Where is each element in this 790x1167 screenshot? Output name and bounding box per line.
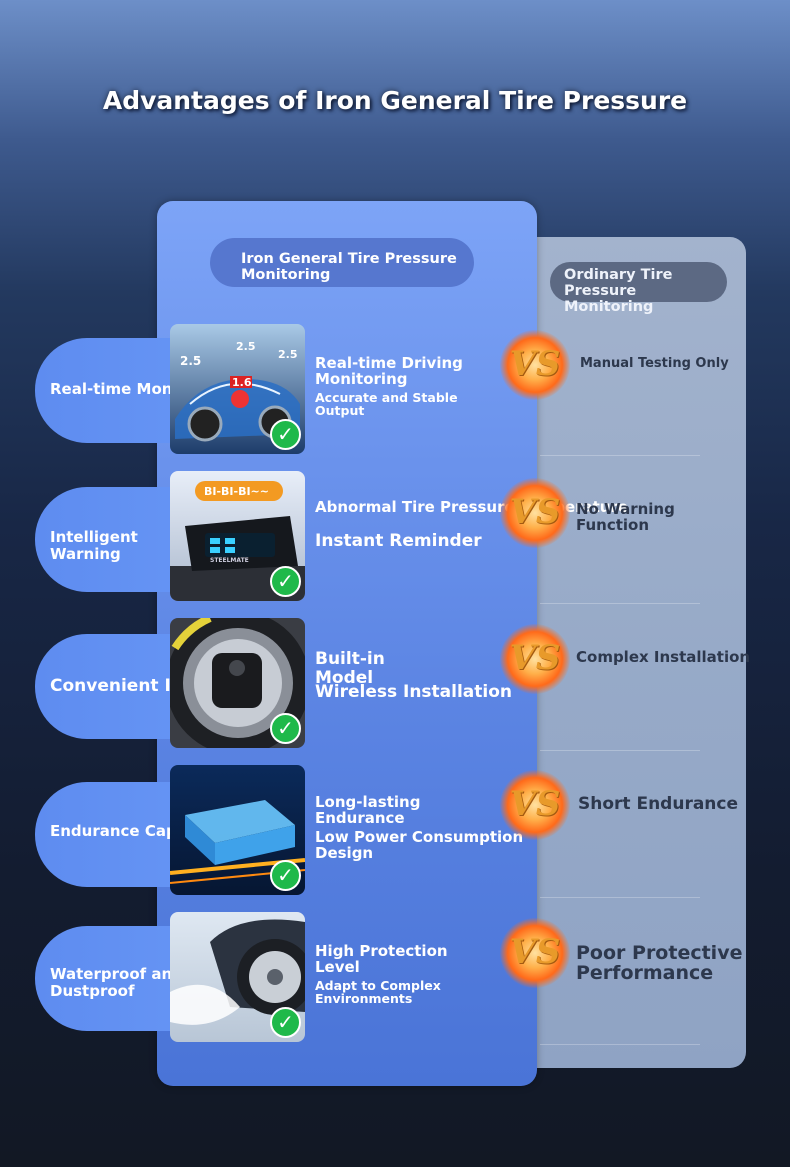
feature-title: Built-in Model: [315, 649, 385, 688]
vs-icon: VS: [500, 624, 570, 694]
realtime-monitoring-image: 2.5 2.5 2.5 1.6 ✓: [170, 324, 305, 454]
check-icon: ✓: [270, 566, 301, 597]
ordinary-feature: Short Endurance: [578, 794, 739, 814]
waterproof-image: ✓: [170, 912, 305, 1042]
feature-title: Abnormal Tire Pressure/Temperature: [315, 498, 629, 516]
row-divider: [540, 603, 700, 604]
feature-title: Long-lasting Endurance: [315, 793, 421, 827]
feature-detail: Low Power Consumption Design: [315, 828, 524, 862]
alarm-bubble-text: BI-BI-BI~~: [204, 485, 269, 498]
ordinary-feature: Complex Installation: [576, 648, 751, 666]
ordinary-feature: No Warning Function: [576, 500, 675, 534]
vs-icon: VS: [500, 478, 570, 548]
ordinary-feature: Manual Testing Only: [580, 356, 729, 371]
convenient-installation-image: ✓: [170, 618, 305, 748]
iron-general-header: Iron General Tire Pressure Monitoring: [210, 238, 474, 287]
vs-icon: VS: [500, 918, 570, 988]
pressure-readout: 2.5: [180, 354, 202, 368]
row-divider: [540, 897, 700, 898]
page-title: Advantages of Iron General Tire Pressure: [102, 86, 688, 115]
device-brand: STEELMATE: [210, 557, 249, 564]
category-label: Intelligent Warning: [50, 528, 138, 563]
category-label: Waterproof and Dustproof: [50, 965, 183, 1000]
feature-detail: Accurate and Stable Output: [315, 390, 458, 418]
check-icon: ✓: [270, 1007, 301, 1038]
feature-title: High Protection Level: [315, 942, 448, 976]
ordinary-feature: Poor Protective Performance: [576, 942, 743, 984]
row-divider: [540, 455, 700, 456]
feature-detail: Instant Reminder: [315, 531, 482, 551]
pressure-readout-alert: 1.6: [232, 376, 252, 389]
feature-title: Real-time Driving Monitoring: [315, 354, 463, 388]
feature-detail: Adapt to Complex Environments: [315, 978, 441, 1006]
feature-detail: Wireless Installation: [315, 682, 513, 702]
pressure-readout: 2.5: [278, 348, 298, 361]
ordinary-header: Ordinary Tire Pressure Monitoring: [550, 262, 727, 315]
vs-icon: VS: [500, 770, 570, 840]
row-divider: [540, 1044, 700, 1045]
pressure-readout: 2.5: [236, 340, 256, 353]
endurance-image: ✓: [170, 765, 305, 895]
check-icon: ✓: [270, 860, 301, 891]
intelligent-warning-image: BI-BI-BI~~ STEELMATE ✓: [170, 471, 305, 601]
row-divider: [540, 750, 700, 751]
check-icon: ✓: [270, 419, 301, 450]
vs-icon: VS: [500, 330, 570, 400]
check-icon: ✓: [270, 713, 301, 744]
